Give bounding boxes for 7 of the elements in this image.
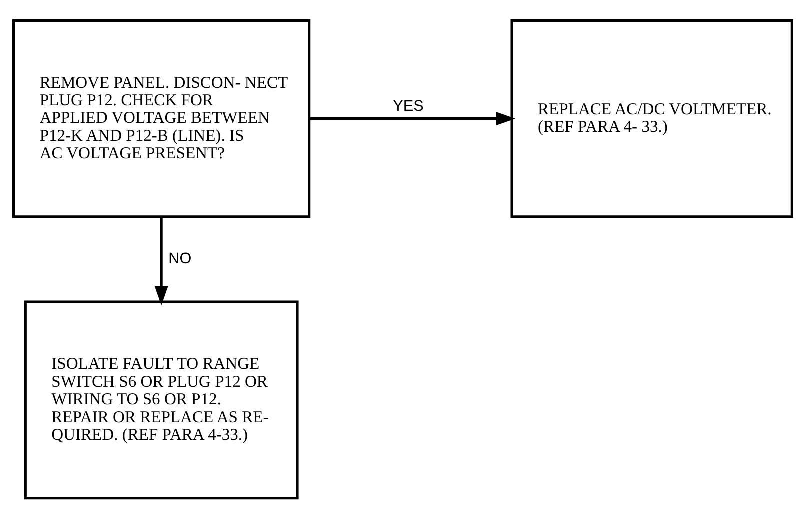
arrow: [308, 112, 516, 126]
node-box: REPLACE AC/DC VOLTMETER. (REF PARA 4- 33.): [510, 18, 793, 218]
node-box: REMOVE PANEL. DISCON- NECT PLUG P12. CHECK FOR APPLIED VOLTAGE BETWEEN P12-K AND P12-B (LINE). IS AC VOLTAGE PRESENT?: [12, 18, 310, 218]
edge-label: NO: [168, 250, 192, 268]
edge-label: YES: [392, 98, 424, 115]
node-box: ISOLATE FAULT TO RANGE SWITCH S6 OR PLUG P12 OR WIRING TO S6 OR P12. REPAIR OR REPLACE AS RE- QUIRED. (REF PARA 4-33.): [24, 300, 298, 500]
arrow: [154, 216, 168, 306]
